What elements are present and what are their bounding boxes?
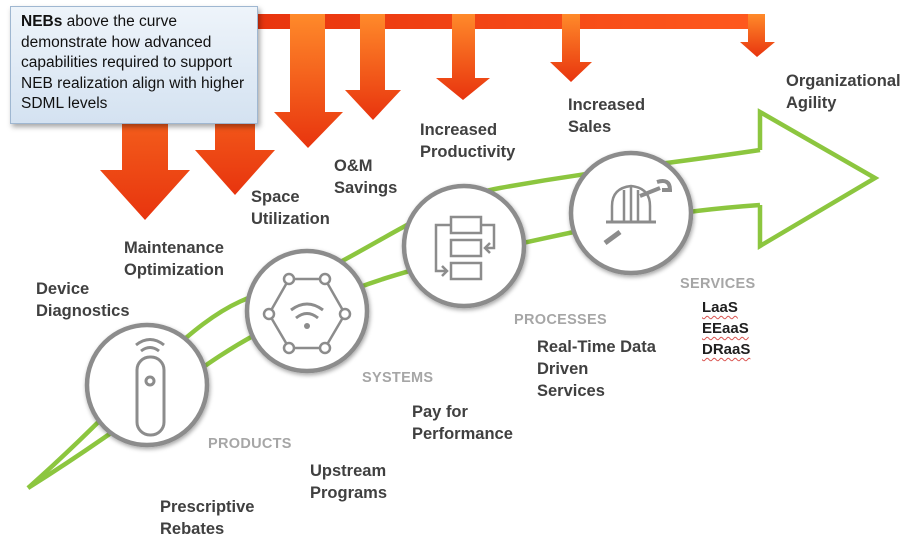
benefit-line: Device	[36, 280, 90, 298]
program-line: Services	[537, 382, 605, 400]
benefit-line: Increased	[420, 121, 498, 139]
arrow-bar-horizontal	[255, 14, 765, 29]
remote-control-icon	[135, 338, 166, 437]
category-products: PRODUCTS	[208, 436, 292, 452]
callout-text: above the curve demonstrate how advanced…	[21, 13, 245, 112]
benefit-line: Utilization	[251, 210, 330, 228]
benefit-line: Organizational	[786, 72, 901, 90]
program-line: Driven	[537, 360, 589, 378]
process-flow-icon	[434, 215, 496, 281]
services-circle	[568, 150, 694, 276]
benefit-line: Maintenance	[124, 239, 224, 257]
program-line: Prescriptive	[160, 498, 255, 516]
benefit-line: Diagnostics	[36, 302, 130, 320]
benefit-line: Space	[251, 188, 300, 206]
benefit-line: O&M	[334, 157, 373, 175]
program-line: Performance	[412, 425, 513, 443]
program-line: Upstream	[310, 462, 387, 480]
down-arrow-5	[436, 14, 490, 100]
program-line: Programs	[310, 484, 388, 502]
benefit-maintenance-optimization: Maintenance Optimization	[124, 237, 224, 281]
benefit-organizational-agility: Organizational Agility	[786, 70, 901, 114]
program-line: Rebates	[160, 520, 225, 538]
program-line: Pay for	[412, 403, 468, 421]
down-arrow-6	[550, 14, 592, 82]
program-real-time-data-driven-services: Real-Time Data Driven Services	[537, 336, 656, 402]
benefit-line: Agility	[786, 94, 837, 112]
service-item-laas: LaaS	[702, 299, 738, 316]
program-prescriptive-rebates: Prescriptive Rebates	[160, 496, 254, 540]
benefit-line: Sales	[568, 118, 612, 136]
category-systems: SYSTEMS	[362, 370, 434, 386]
benefit-increased-sales: Increased Sales	[568, 94, 645, 138]
services-list: LaaS EEaaS DRaaS	[702, 297, 750, 360]
down-arrow-4	[345, 14, 401, 120]
hardhat-wrench-icon	[603, 179, 673, 246]
benefit-space-utilization: Space Utilization	[251, 186, 330, 230]
benefit-om-savings: O&M Savings	[334, 155, 397, 199]
wifi-network-icon	[262, 272, 352, 355]
products-circle	[84, 322, 210, 448]
down-arrow-7	[740, 14, 775, 57]
systems-circle	[244, 248, 370, 374]
benefit-line: Savings	[334, 179, 398, 197]
program-upstream-programs: Upstream Programs	[310, 460, 387, 504]
category-processes: PROCESSES	[514, 312, 607, 328]
benefit-device-diagnostics: Device Diagnostics	[36, 278, 130, 322]
program-pay-for-performance: Pay for Performance	[412, 401, 513, 445]
callout-bold: NEBs	[21, 13, 63, 30]
benefit-line: Increased	[568, 96, 646, 114]
benefit-line: Productivity	[420, 143, 516, 161]
service-item-draas: DRaaS	[702, 341, 751, 358]
callout-box: NEBs above the curve demonstrate how adv…	[10, 6, 258, 124]
benefit-line: Optimization	[124, 261, 224, 279]
service-item-eeaas: EEaaS	[702, 320, 749, 337]
program-line: Real-Time Data	[537, 338, 656, 356]
processes-circle	[401, 183, 527, 309]
down-arrow-3	[274, 14, 343, 148]
benefit-increased-productivity: Increased Productivity	[420, 119, 515, 163]
category-services: SERVICES	[680, 276, 756, 292]
